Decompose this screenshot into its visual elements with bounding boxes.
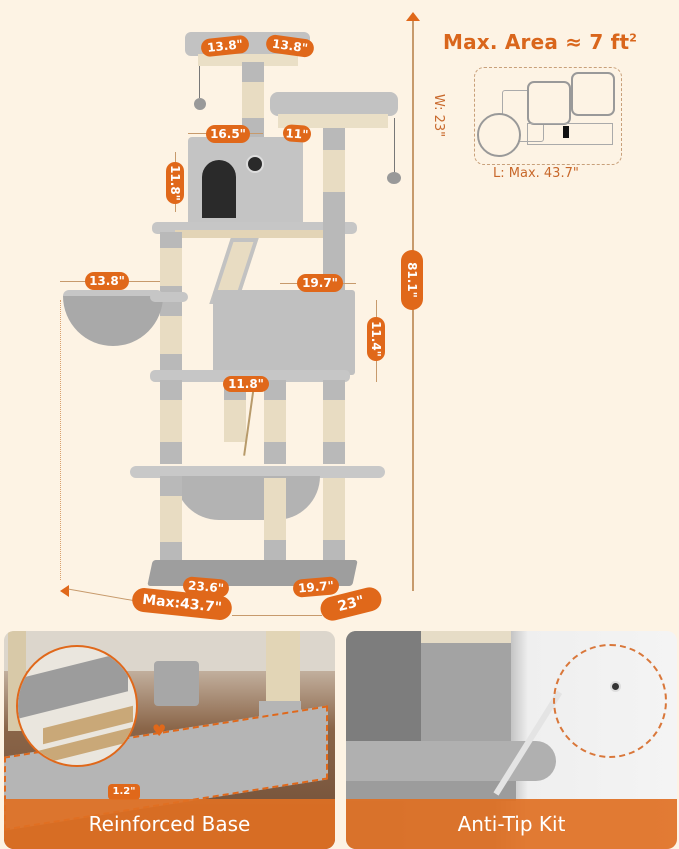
screw-icon <box>610 681 621 692</box>
panel-anti-tip-kit: Anti-Tip Kit <box>346 631 677 849</box>
cat-tree-illustration <box>0 0 401 620</box>
footprint-diagram <box>474 67 622 165</box>
panel-reinforced-base: ♥ 1.2" Reinforced Base <box>4 631 335 849</box>
dim-platform-gap: 11.8" <box>223 376 269 392</box>
arrow-left-icon <box>60 585 69 597</box>
max-area-title: Max. Area ≈ 7 ft2 <box>443 30 638 54</box>
panel-label-reinforced-base: Reinforced Base <box>4 799 335 849</box>
dim-box-height: 11.4" <box>367 317 385 361</box>
base-thickness-badge: 1.2" <box>108 784 140 800</box>
panel-label-anti-tip-kit: Anti-Tip Kit <box>346 799 677 849</box>
dim-condo-width: 16.5" <box>206 125 250 143</box>
anti-tip-callout-circle <box>553 644 667 758</box>
total-height-badge: 81.1" <box>401 250 423 310</box>
dim-basket-width: 13.8" <box>85 272 129 290</box>
footprint-width-label: W: 23" <box>431 94 446 138</box>
dim-side-perch-width: 11" <box>282 124 312 143</box>
arrow-up-icon <box>406 12 420 21</box>
heart-pin-icon: ♥ <box>152 721 167 740</box>
dim-box-width: 19.7" <box>297 274 343 292</box>
footprint-length-label: L: Max. 43.7" <box>493 166 579 181</box>
dim-condo-height: 11.8" <box>166 162 184 204</box>
